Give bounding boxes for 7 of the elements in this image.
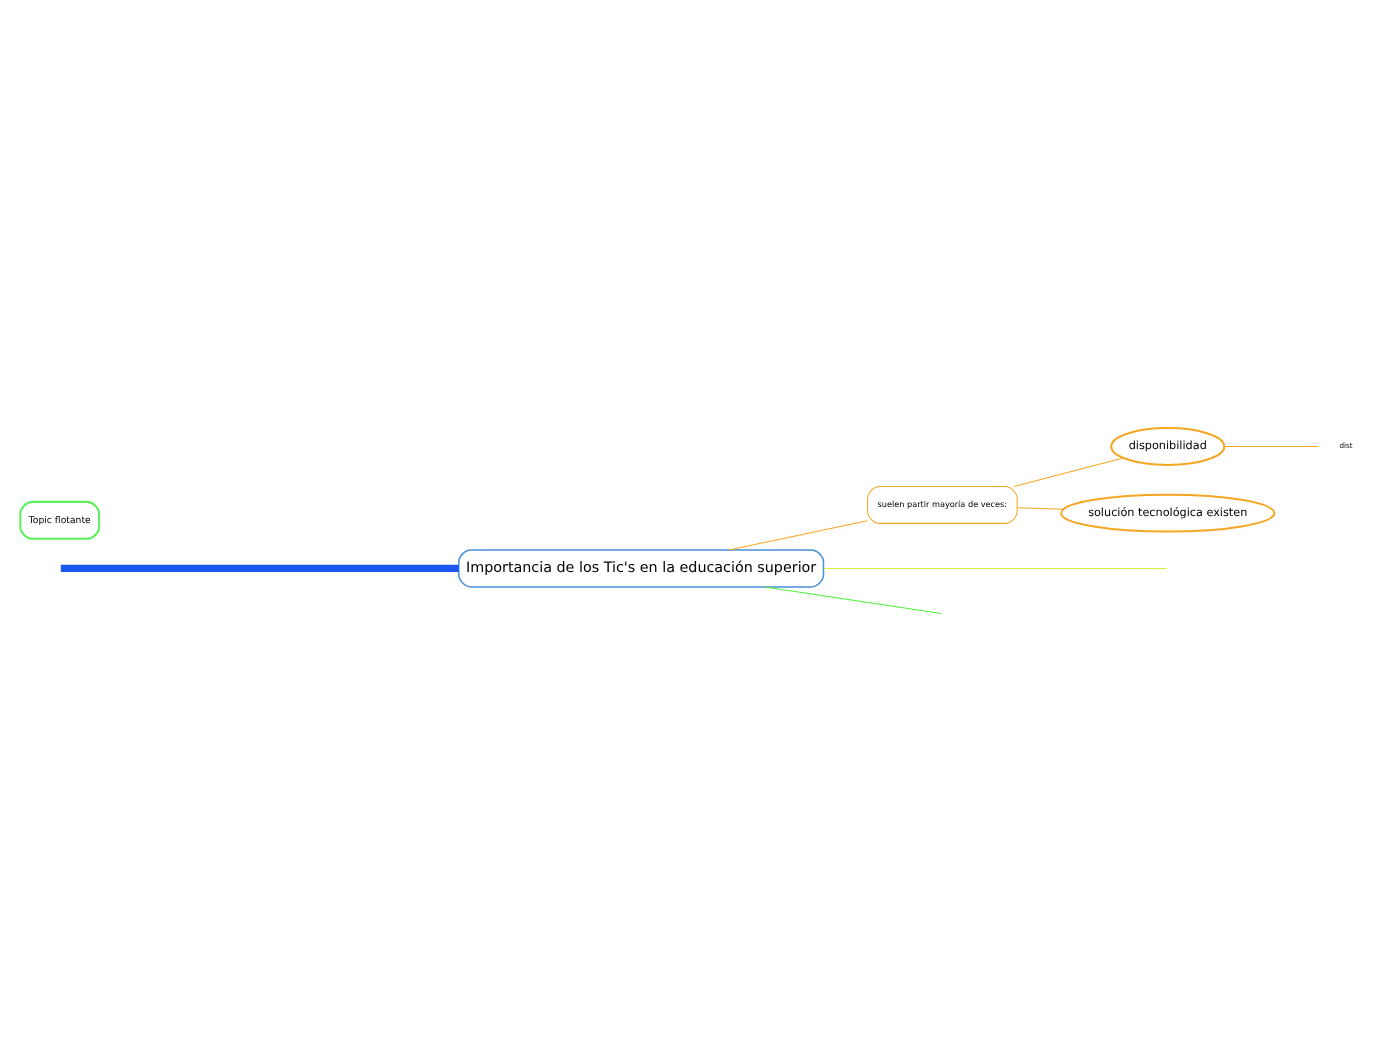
connector bbox=[1224, 445, 1319, 447]
connector bbox=[60, 563, 459, 572]
connector bbox=[1013, 456, 1124, 486]
connector bbox=[728, 519, 868, 550]
connector bbox=[823, 566, 1168, 568]
connector bbox=[1016, 506, 1064, 509]
connector bbox=[764, 585, 942, 614]
